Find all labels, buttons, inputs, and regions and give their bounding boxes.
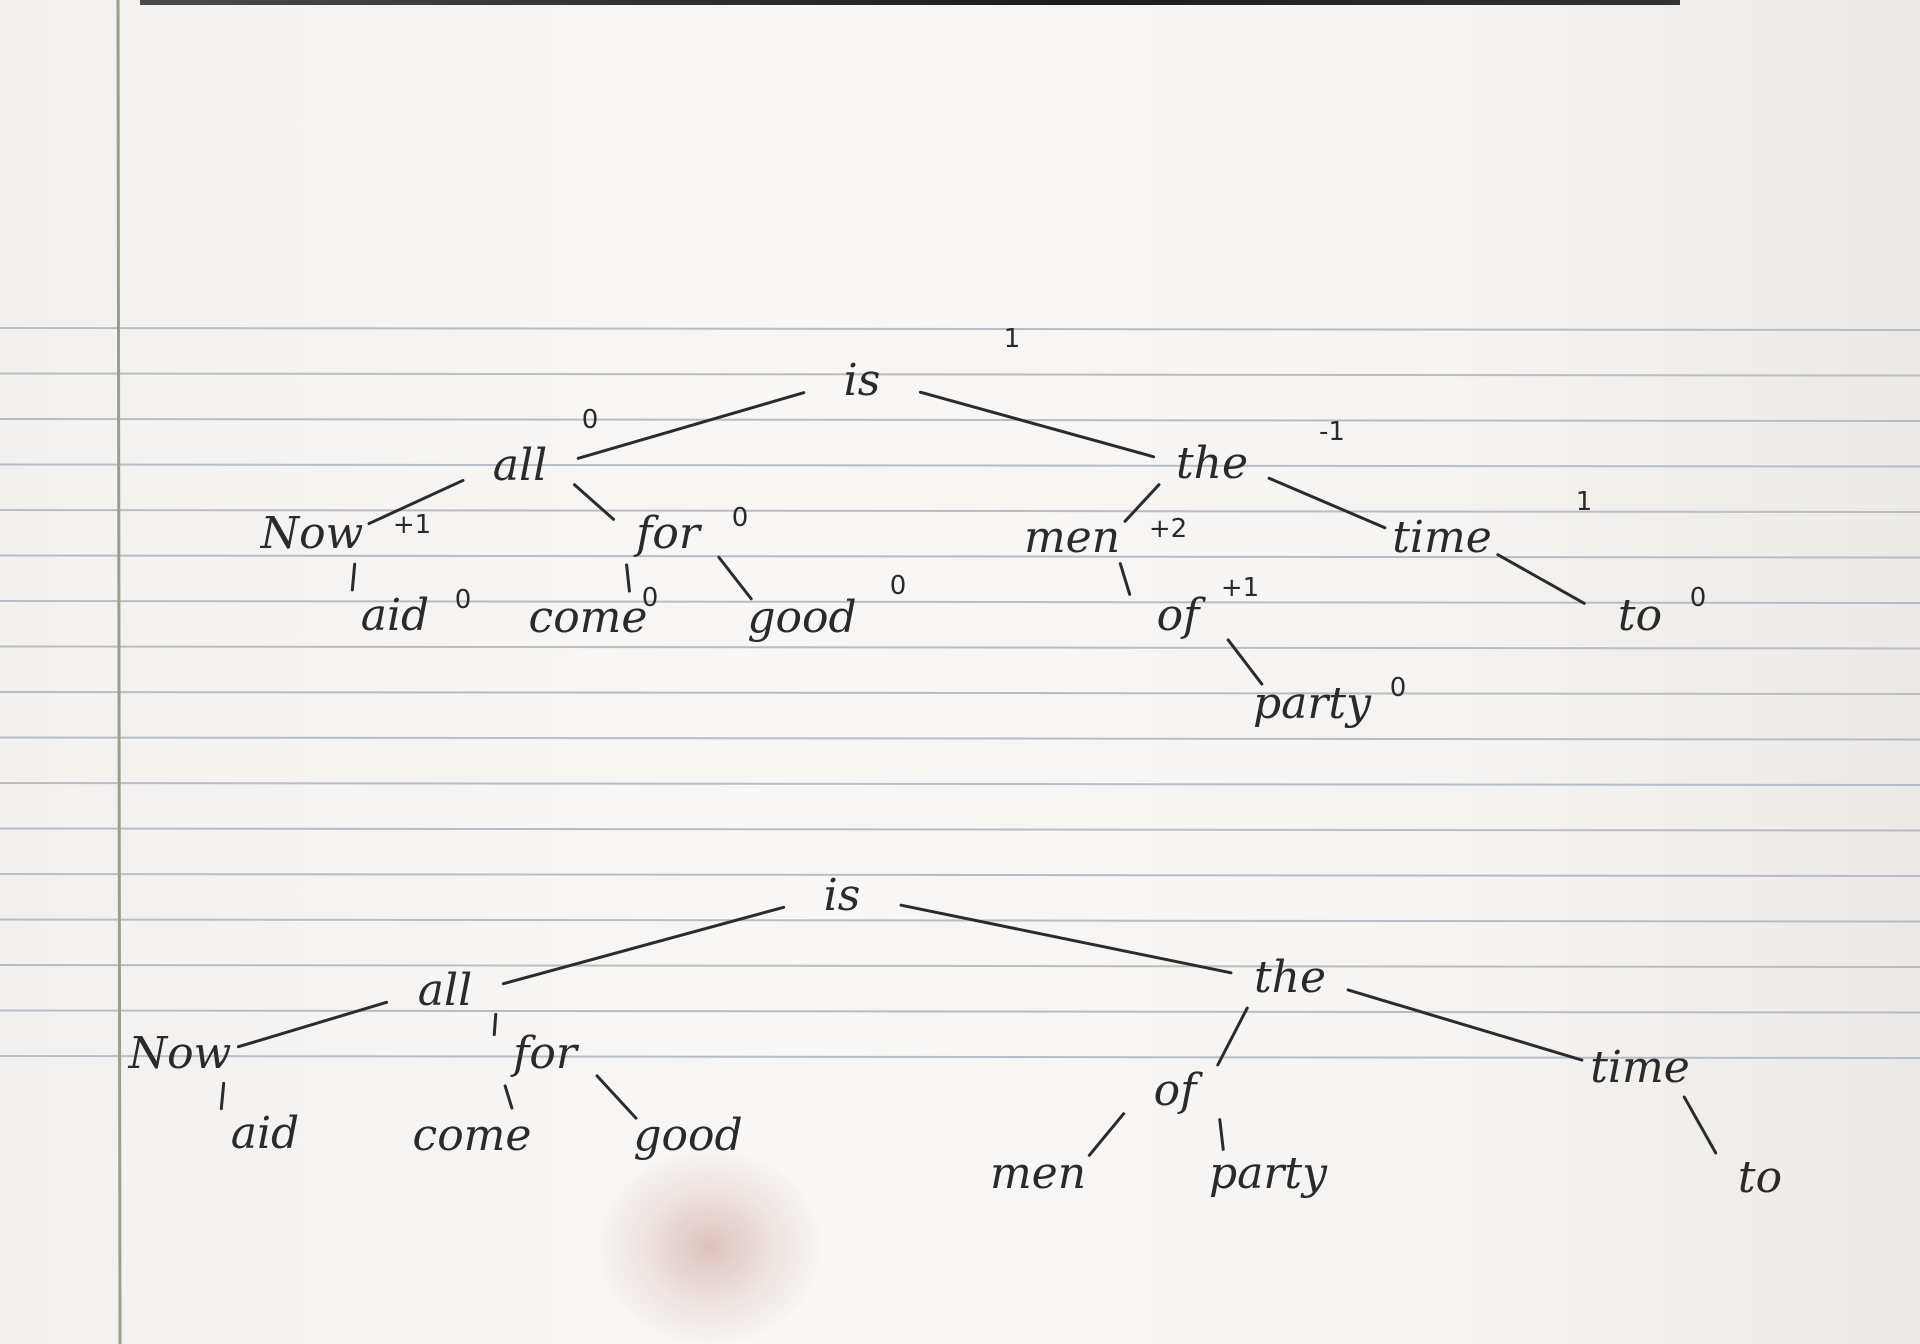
tree-edge bbox=[1118, 562, 1132, 596]
node-annotation: -1 bbox=[1319, 417, 1345, 447]
tree-node-for: for bbox=[633, 508, 703, 559]
rule-line bbox=[0, 554, 1920, 559]
rule-line bbox=[0, 372, 1920, 377]
tree-node-all: all bbox=[418, 965, 472, 1016]
tree-edge bbox=[1346, 988, 1584, 1062]
rule-line bbox=[0, 1009, 1920, 1014]
tree-node-come: come bbox=[529, 592, 648, 643]
page-top-edge bbox=[140, 0, 1680, 5]
rule-line bbox=[0, 509, 1920, 513]
tree-node-of: of bbox=[1157, 590, 1206, 641]
node-annotation: +1 bbox=[393, 510, 431, 540]
tree-node-the: the bbox=[1254, 952, 1326, 1003]
tree-node-the: the bbox=[1176, 438, 1248, 489]
tree-edge bbox=[219, 1081, 226, 1111]
tree-edge bbox=[899, 903, 1233, 975]
tree-edge bbox=[1226, 638, 1264, 686]
tree-edge bbox=[236, 1000, 389, 1049]
node-annotation: 0 bbox=[642, 583, 659, 613]
tree-node-to: to bbox=[1738, 1152, 1782, 1203]
node-annotation: 1 bbox=[1576, 487, 1593, 517]
tree-node-party: party bbox=[1253, 678, 1372, 729]
tree-edge bbox=[1216, 1006, 1249, 1067]
tree-edge bbox=[918, 390, 1156, 459]
tree-node-aid: aid bbox=[231, 1108, 299, 1159]
tree-node-good: good bbox=[633, 1110, 742, 1161]
node-annotation: 0 bbox=[732, 503, 749, 533]
tree-edge bbox=[576, 391, 806, 460]
margin-line bbox=[116, 0, 122, 1344]
tree-edge bbox=[503, 1084, 514, 1110]
tree-edge bbox=[1682, 1095, 1718, 1155]
node-annotation: 0 bbox=[1390, 673, 1407, 703]
node-annotation: 0 bbox=[582, 405, 599, 435]
tree-edge bbox=[350, 562, 357, 592]
tree-node-is: is bbox=[824, 870, 861, 921]
tree-node-of: of bbox=[1154, 1065, 1203, 1116]
tree-node-men: men bbox=[990, 1148, 1086, 1199]
rule-line bbox=[0, 418, 1920, 422]
tree-edge bbox=[492, 1012, 498, 1037]
rule-line bbox=[0, 964, 1920, 968]
tree-node-come: come bbox=[413, 1110, 532, 1161]
tree-node-men: men bbox=[1024, 512, 1120, 563]
tree-edge bbox=[367, 478, 465, 526]
rule-lines bbox=[0, 327, 1920, 1059]
tree-node-aid: aid bbox=[361, 590, 429, 641]
tree-edge bbox=[501, 905, 786, 986]
tree-node-now: Now bbox=[128, 1028, 232, 1079]
smudge bbox=[600, 1150, 820, 1344]
tree-node-to: to bbox=[1618, 590, 1662, 641]
node-annotation: 0 bbox=[890, 571, 907, 601]
tree-edge bbox=[1123, 483, 1161, 523]
node-annotation: 0 bbox=[1690, 583, 1707, 613]
tree-edge bbox=[1087, 1112, 1126, 1157]
tree-edge bbox=[595, 1074, 638, 1120]
tree-node-now: Now bbox=[260, 508, 364, 559]
tree-node-time: time bbox=[1392, 512, 1492, 563]
node-annotation: +2 bbox=[1149, 514, 1187, 544]
rule-line bbox=[0, 782, 1920, 786]
tree-edge bbox=[1496, 553, 1586, 605]
tree-edge bbox=[1218, 1118, 1225, 1151]
tree-node-good: good bbox=[747, 592, 856, 643]
node-annotation: 1 bbox=[1004, 324, 1021, 354]
tree-node-all: all bbox=[493, 440, 547, 491]
rule-line bbox=[0, 918, 1920, 923]
rule-line bbox=[0, 736, 1920, 741]
rule-line bbox=[0, 645, 1920, 650]
tree-edge bbox=[573, 483, 615, 521]
tree-node-for: for bbox=[510, 1028, 580, 1079]
rule-line bbox=[0, 873, 1920, 877]
node-annotation: +1 bbox=[1221, 573, 1259, 603]
rule-line bbox=[0, 1055, 1920, 1059]
tree-node-party: party bbox=[1209, 1148, 1328, 1199]
tree-node-is: is bbox=[844, 355, 881, 406]
rule-line bbox=[0, 600, 1920, 604]
rule-line bbox=[0, 463, 1920, 468]
rule-line bbox=[0, 327, 1920, 331]
tree-node-time: time bbox=[1590, 1042, 1690, 1093]
tree-edge bbox=[625, 563, 631, 593]
tree-edge bbox=[717, 555, 753, 601]
tree-edge bbox=[1267, 476, 1387, 530]
node-annotation: 0 bbox=[455, 585, 472, 615]
rule-line bbox=[0, 691, 1920, 695]
rule-line bbox=[0, 827, 1920, 832]
